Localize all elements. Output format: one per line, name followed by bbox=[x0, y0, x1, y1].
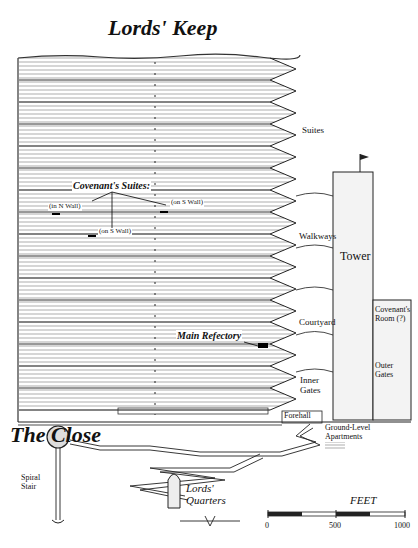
place-label: The Close bbox=[10, 423, 101, 447]
tower-label: Covenant's Room (?) bbox=[375, 306, 411, 324]
place-label: Courtyard bbox=[299, 318, 336, 328]
place-label: Main Refectory bbox=[176, 330, 242, 341]
place-label: (on S Wall) bbox=[98, 228, 132, 236]
place-label: Ground-Level Apartments bbox=[324, 424, 396, 442]
place-label: 0 bbox=[265, 522, 269, 531]
map-title: Lords' Keep bbox=[108, 16, 217, 40]
tower-label: Tower bbox=[340, 250, 370, 263]
tower-label: Outer Gates bbox=[375, 362, 411, 380]
place-label: FEET bbox=[350, 494, 376, 506]
place-label: 1000 bbox=[394, 522, 410, 531]
place-label: Walkways bbox=[299, 232, 336, 242]
place-label: Suites bbox=[302, 126, 324, 136]
place-label: Covenant's Suites: bbox=[72, 180, 151, 191]
place-label: 500 bbox=[329, 522, 341, 531]
place-label: (on S Wall) bbox=[170, 199, 204, 207]
place-label: Lords' Quarters bbox=[186, 482, 236, 506]
place-label: Forehall bbox=[284, 412, 311, 421]
place-label: (in N Wall) bbox=[48, 203, 82, 211]
place-label: Inner Gates bbox=[300, 376, 330, 396]
tower-block: TowerCovenant's Room (?) Outer Gates bbox=[333, 172, 413, 420]
place-label: Spiral Stair bbox=[20, 474, 52, 492]
